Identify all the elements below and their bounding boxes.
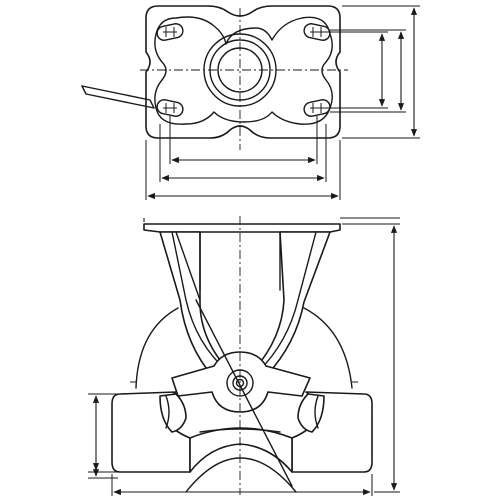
leader-callout	[81, 85, 155, 109]
bearing-boss-left	[159, 393, 187, 433]
offset-line	[195, 299, 293, 487]
top-plate-outline	[145, 5, 341, 139]
dimension-slot-outer	[159, 124, 327, 182]
mounting-hole-bottom-left	[156, 99, 184, 117]
dimension-tire-thickness	[88, 466, 118, 479]
side-mounting-plate	[143, 223, 341, 233]
dimension-wheel-diameter	[111, 474, 373, 496]
dimension-overall-width	[143, 217, 400, 222]
dimension-plate-height	[342, 5, 420, 139]
dimension-slot-vertical	[330, 29, 406, 113]
dimension-overall-height	[342, 223, 400, 493]
top-plate-view	[81, 5, 420, 200]
dimension-plate-width	[145, 140, 341, 200]
wheel-hub-bottom	[189, 427, 293, 473]
mounting-hole-top-left	[156, 23, 184, 41]
wheel-disc	[135, 307, 353, 389]
dimension-hole-spacing	[169, 116, 318, 164]
top-plate-inner-contour	[154, 16, 333, 125]
dimension-hole-spacing-vertical	[318, 31, 388, 109]
fork-right-leg	[253, 231, 331, 377]
fork-left-leg	[159, 231, 231, 379]
axle-housing	[171, 351, 311, 413]
wheel-tread	[185, 457, 297, 493]
side-view	[88, 216, 400, 496]
bearing-boss-right	[297, 393, 325, 433]
